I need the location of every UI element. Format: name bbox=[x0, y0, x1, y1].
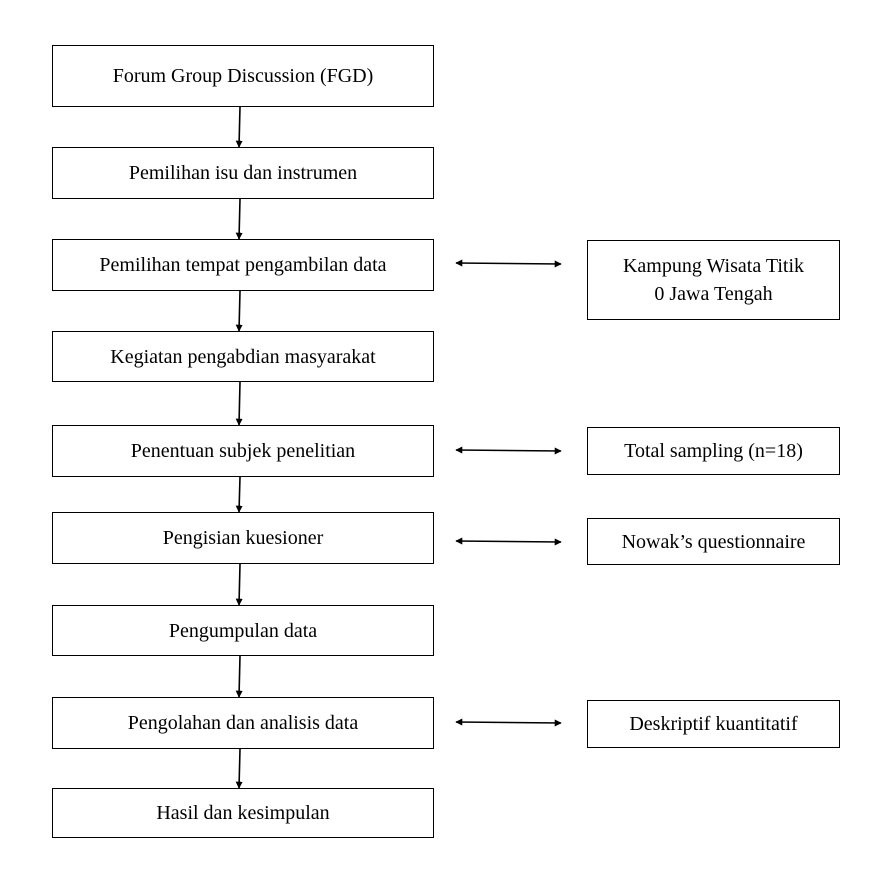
detail-analysis-method: Deskriptif kuantitatif bbox=[587, 700, 840, 748]
step-label: Pengumpulan data bbox=[168, 619, 318, 642]
step-issue-instrument-selection: Pemilihan isu dan instrumen bbox=[52, 147, 434, 199]
flow-arrow-4 bbox=[235, 381, 243, 426]
step-results-conclusion: Hasil dan kesimpulan bbox=[52, 788, 434, 838]
step-label: Pengolahan dan analisis data bbox=[127, 712, 359, 734]
detail-questionnaire: Nowak’s questionnaire bbox=[587, 518, 840, 565]
step-data-collection: Pengumpulan data bbox=[52, 605, 434, 656]
step-label: Hasil dan kesimpulan bbox=[156, 802, 330, 824]
step-label: Kegiatan pengabdian masyarakat bbox=[110, 345, 376, 368]
step-label: Pemilihan isu dan instrumen bbox=[128, 162, 358, 184]
step-subject-determination: Penentuan subjek penelitian bbox=[52, 425, 434, 477]
flow-arrow-6 bbox=[235, 563, 243, 606]
flow-arrow-2 bbox=[235, 198, 243, 240]
detail-location: Kampung Wisata Titik 0 Jawa Tengah bbox=[587, 240, 840, 320]
side-arrow-questionnaire bbox=[455, 537, 562, 546]
detail-line: 0 Jawa Tengah bbox=[654, 283, 773, 305]
step-questionnaire-filling: Pengisian kuesioner bbox=[52, 512, 434, 564]
step-label: Pengisian kuesioner bbox=[162, 527, 324, 549]
flow-arrow-7 bbox=[235, 655, 243, 698]
detail-line: Nowak’s questionnaire bbox=[621, 530, 806, 553]
side-arrow-sampling bbox=[455, 446, 562, 455]
flow-arrow-5 bbox=[235, 476, 243, 513]
step-label: Forum Group Discussion (FGD) bbox=[112, 65, 374, 87]
detail-line: Total sampling (n=18) bbox=[624, 440, 803, 462]
step-data-processing-analysis: Pengolahan dan analisis data bbox=[52, 697, 434, 749]
step-fgd: Forum Group Discussion (FGD) bbox=[52, 45, 434, 107]
detail-sampling: Total sampling (n=18) bbox=[587, 427, 840, 475]
step-label: Penentuan subjek penelitian bbox=[130, 440, 356, 462]
step-label: Pemilihan tempat pengambilan data bbox=[99, 254, 387, 276]
detail-line: Kampung Wisata Titik bbox=[622, 255, 805, 277]
side-arrow-analysis bbox=[455, 718, 562, 727]
detail-line: Deskriptif kuantitatif bbox=[629, 713, 798, 735]
step-community-service: Kegiatan pengabdian masyarakat bbox=[52, 331, 434, 382]
flow-arrow-3 bbox=[235, 290, 243, 332]
flow-arrow-8 bbox=[235, 748, 243, 789]
side-arrow-location bbox=[455, 259, 562, 268]
flow-arrow-1 bbox=[235, 106, 243, 148]
step-location-selection: Pemilihan tempat pengambilan data bbox=[52, 239, 434, 291]
